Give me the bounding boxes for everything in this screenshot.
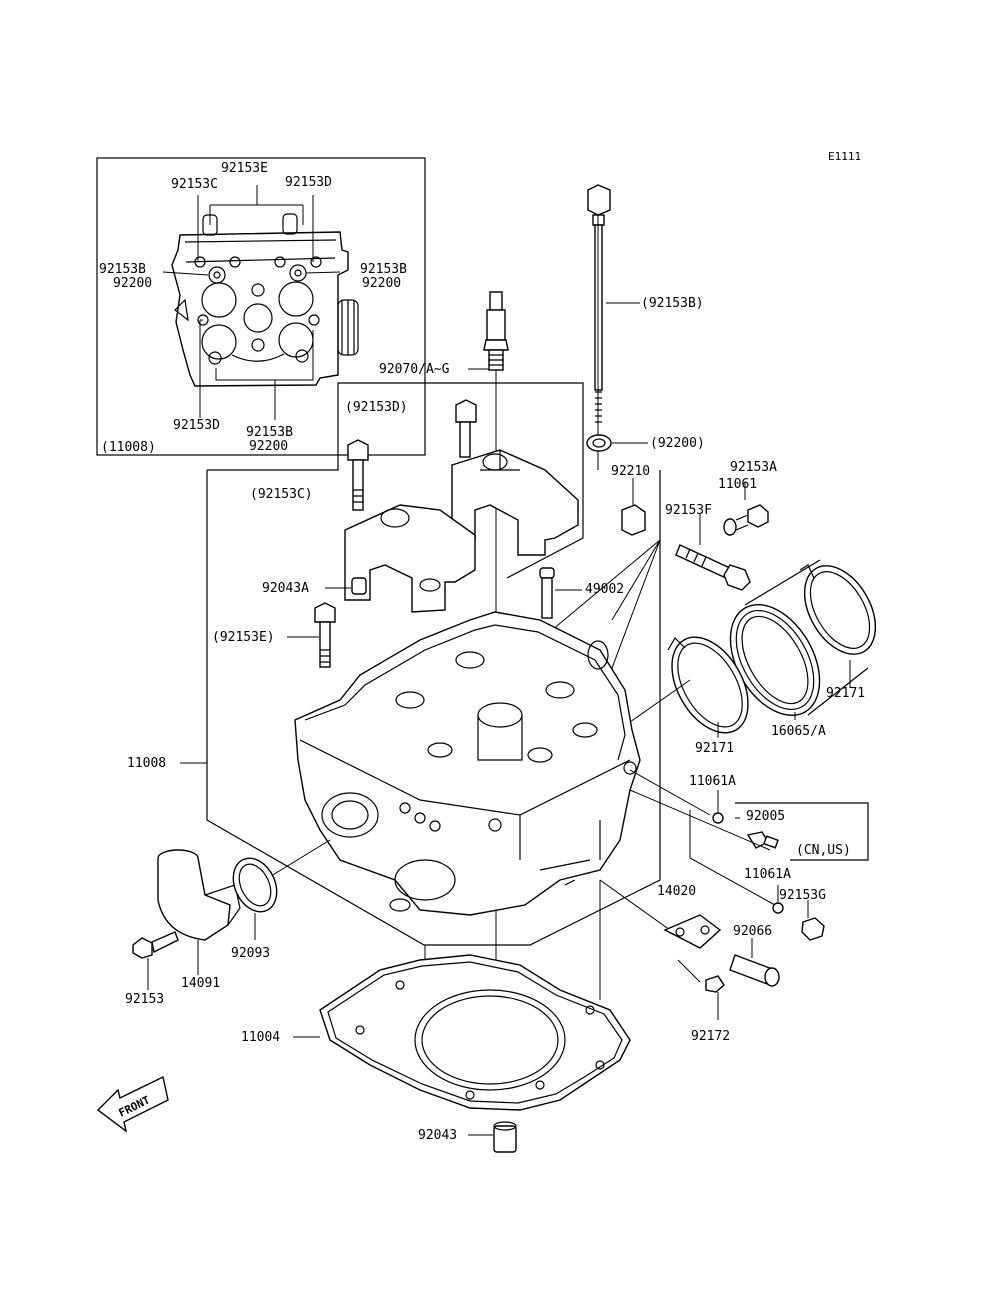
- label-92210: 92210: [611, 464, 650, 479]
- label-11061A-bottom: 11061A: [744, 867, 791, 882]
- o-ring-92093: [232, 857, 278, 913]
- washer-11061A-bottom: [772, 902, 784, 914]
- label-92153D-inset-bottom: 92153D: [173, 418, 220, 433]
- washer-11061A-top: [712, 812, 724, 824]
- label-92171-right: 92171: [826, 686, 865, 701]
- label-92172: 92172: [691, 1029, 730, 1044]
- inset-frame: [96, 157, 426, 456]
- cn-us-box: [735, 802, 869, 861]
- label-92153F: 92153F: [665, 503, 712, 518]
- label-92153B-inset-left: 92153B: [99, 262, 146, 277]
- label-92093: 92093: [231, 946, 270, 961]
- label-14020: 14020: [657, 884, 696, 899]
- clamp-92171-left: [667, 636, 749, 734]
- label-92153D-inset-top: 92153D: [285, 175, 332, 190]
- label-92153E-paren: (92153E): [212, 630, 275, 645]
- bolt-92153: [132, 931, 179, 959]
- assembly-frame: [206, 382, 661, 946]
- front-direction-arrow: FRONT: [96, 1075, 169, 1133]
- label-92153C-inset: 92153C: [171, 177, 218, 192]
- inset-head-top-view: [96, 157, 426, 456]
- water-pipe-14091: [157, 849, 241, 941]
- pin-92066: [729, 954, 780, 987]
- label-92043A: 92043A: [262, 581, 309, 596]
- sensor-92005: [746, 831, 779, 849]
- valve-guide-49002: [539, 567, 555, 619]
- label-92153E-inset: 92153E: [221, 161, 268, 176]
- label-cn-us: (CN,US): [796, 843, 851, 858]
- label-11061A-top: 11061A: [689, 774, 736, 789]
- label-11061: 11061: [718, 477, 757, 492]
- head-gasket-11004: [319, 880, 631, 1111]
- label-92200-inset-right: 92200: [362, 276, 401, 291]
- label-92200-paren: (92200): [650, 436, 705, 451]
- cap-nut-92210: [621, 504, 646, 536]
- diagram-code: E1111: [828, 150, 861, 163]
- bolt-92153F: [675, 544, 751, 591]
- bolt-92153A: [723, 504, 769, 536]
- bolt-92153G: [801, 917, 825, 941]
- label-92153: 92153: [125, 992, 164, 1007]
- cam-cap-right: [451, 399, 579, 556]
- long-bolt-92153B: [586, 184, 612, 470]
- label-92153B-inset-right: 92153B: [360, 262, 407, 277]
- label-92153G: 92153G: [779, 888, 826, 903]
- bolt-92172: [705, 975, 725, 993]
- label-92153D-paren: (92153D): [345, 400, 408, 415]
- label-92153A: 92153A: [730, 460, 777, 475]
- label-11008-inset: (11008): [101, 440, 156, 455]
- label-11008: 11008: [127, 756, 166, 771]
- dowel-92043: [493, 1121, 517, 1153]
- label-92200-inset-bottom: 92200: [249, 439, 288, 454]
- label-11004: 11004: [241, 1030, 280, 1045]
- label-14091: 14091: [181, 976, 220, 991]
- label-92066: 92066: [733, 924, 772, 939]
- label-16065: 16065/A: [771, 724, 826, 739]
- label-92153C-paren: (92153C): [250, 487, 313, 502]
- dowel-92043A: [351, 577, 367, 595]
- cam-cap-left: [344, 439, 476, 613]
- label-92005: 92005: [746, 809, 785, 824]
- label-92153B-inset-bottom: 92153B: [246, 425, 293, 440]
- label-92043: 92043: [418, 1128, 457, 1143]
- bolt-92153E: [314, 602, 336, 668]
- label-92070: 92070/A~G: [379, 362, 450, 377]
- label-49002: 49002: [585, 582, 624, 597]
- intake-holder-16065: [729, 559, 877, 717]
- cylinder-head-11008: [294, 611, 641, 916]
- gasket-14020: [663, 914, 722, 949]
- label-92171-left: 92171: [695, 741, 734, 756]
- label-92200-inset-left: 92200: [113, 276, 152, 291]
- label-92153B-paren: (92153B): [641, 296, 704, 311]
